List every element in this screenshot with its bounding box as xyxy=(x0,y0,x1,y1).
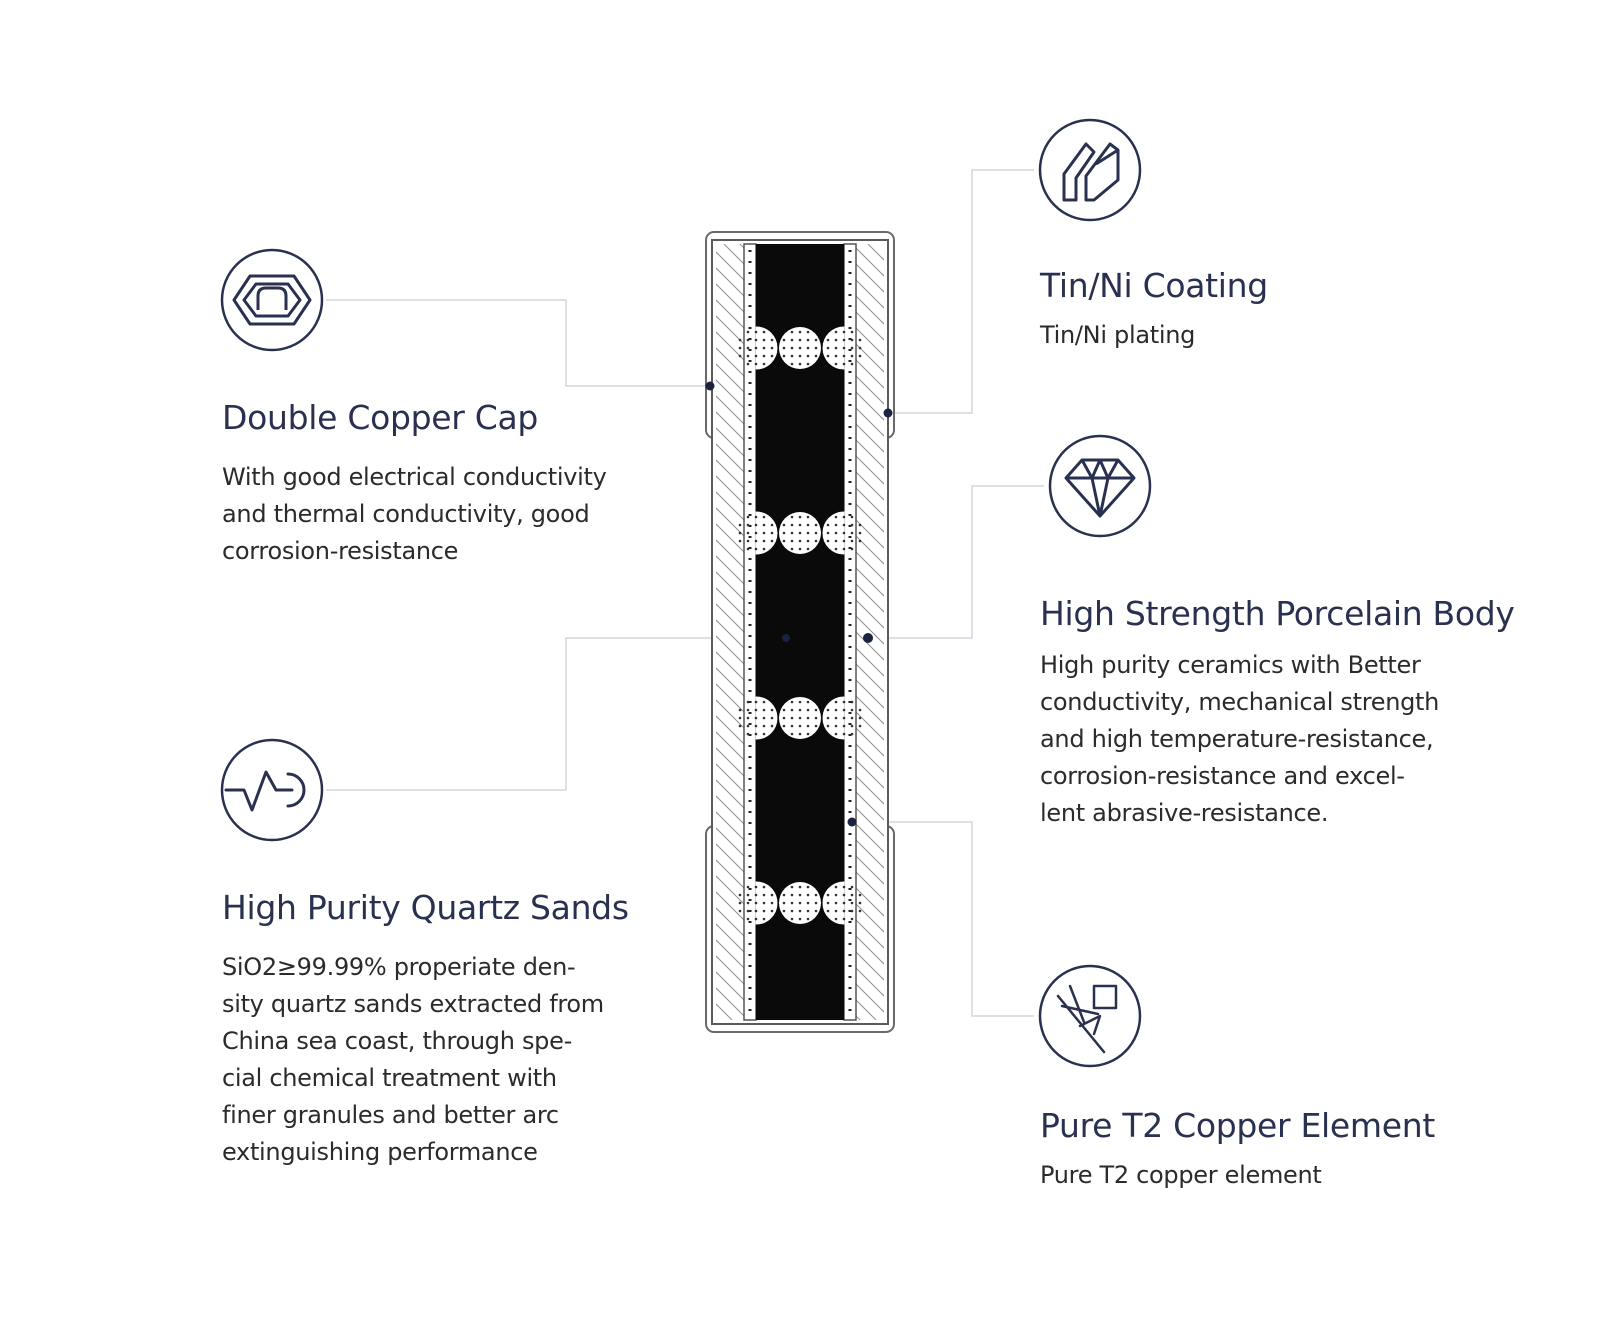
feature-description: High purity ceramics with Better conduct… xyxy=(1040,647,1454,832)
connector-element xyxy=(852,821,1034,1017)
feature-description: SiO2≥99.99% properiate den- sity quartz … xyxy=(222,949,618,1171)
feature-title: Tin/Ni Coating xyxy=(1040,266,1268,305)
desc-line: corrosion-resistance and excel- xyxy=(1040,762,1405,790)
desc-line: extinguishing performance xyxy=(222,1138,538,1166)
desc-line: and high temperature-resistance, xyxy=(1040,725,1434,753)
plating-layers-icon xyxy=(1038,118,1142,222)
cutting-element-icon xyxy=(1038,964,1142,1068)
element-notches xyxy=(738,326,862,925)
desc-line: Tin/Ni plating xyxy=(1040,321,1196,349)
notch-row xyxy=(738,326,862,370)
connection-dots xyxy=(705,381,893,827)
feature-title: High Strength Porcelain Body xyxy=(1040,594,1515,633)
porcelain-wall-right xyxy=(856,244,884,1020)
connector-quartz xyxy=(326,637,786,791)
feature-copper-element: Pure T2 Copper Element Pure T2 copper el… xyxy=(1040,1106,1435,1194)
feature-title: Double Copper Cap xyxy=(222,398,539,437)
feature-double-copper-cap: Double Copper Cap With good electrical c… xyxy=(222,398,618,570)
desc-line: finer granules and better arc xyxy=(222,1101,559,1129)
feature-title: Pure T2 Copper Element xyxy=(1040,1106,1436,1145)
diamond-icon xyxy=(1048,434,1152,538)
feature-tin-ni-coating: Tin/Ni Coating Tin/Ni plating xyxy=(1040,266,1268,354)
desc-line: China sea coast, through spe- xyxy=(222,1027,572,1055)
desc-line: sity quartz sands extracted from xyxy=(222,990,604,1018)
desc-line: conductivity, mechanical strength xyxy=(1040,688,1440,716)
connector-lines xyxy=(326,169,1044,1017)
feature-description: Tin/Ni plating xyxy=(1040,317,1268,354)
notch-row xyxy=(738,881,862,925)
desc-line: and thermal conductivity, good xyxy=(222,500,590,528)
notch-row xyxy=(738,696,862,740)
connector-body xyxy=(870,485,1044,639)
desc-line: High purity ceramics with Better xyxy=(1040,651,1421,679)
waveform-icon xyxy=(220,738,324,842)
feature-description: Pure T2 copper element xyxy=(1040,1157,1435,1194)
desc-line: SiO2≥99.99% properiate den- xyxy=(222,953,576,981)
desc-line: Pure T2 copper element xyxy=(1040,1161,1322,1189)
feature-title: High Purity Quartz Sands xyxy=(222,888,629,927)
connector-cap xyxy=(326,299,708,387)
desc-line: With good electrical conductivity xyxy=(222,463,607,491)
feature-porcelain-body: High Strength Porcelain Body High purity… xyxy=(1040,594,1515,832)
feature-description: With good electrical conductivity and th… xyxy=(222,459,618,570)
copper-cap-icon xyxy=(220,248,324,352)
desc-line: corrosion-resistance xyxy=(222,537,459,565)
porcelain-wall-left xyxy=(716,244,744,1020)
desc-line: cial chemical treatment with xyxy=(222,1064,557,1092)
desc-line: lent abrasive-resistance. xyxy=(1040,799,1329,827)
connector-tin xyxy=(890,169,1034,414)
feature-quartz-sands: High Purity Quartz Sands SiO2≥99.99% pro… xyxy=(222,888,629,1171)
notch-row xyxy=(738,511,862,555)
